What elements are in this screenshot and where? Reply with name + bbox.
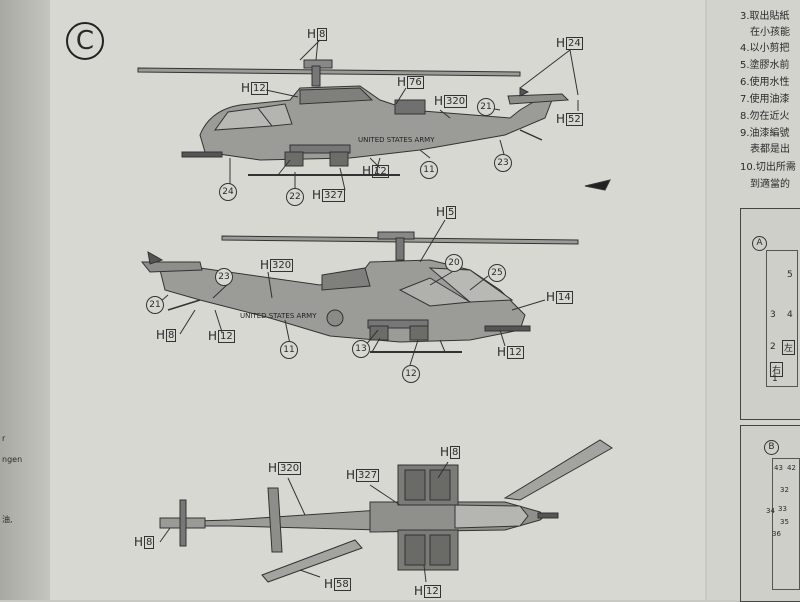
left-page-fragment: 油, (2, 515, 13, 524)
sprue-part-label: 1 (772, 374, 778, 384)
sprue-part-label: 35 (780, 518, 789, 526)
helicopter-plan-view (159, 439, 613, 583)
sprue-part-label: 2 (770, 342, 776, 352)
sprue-part-label: 5 (787, 270, 793, 280)
left-page-fragment: r (2, 434, 6, 443)
helicopter-side-view-right (140, 219, 579, 366)
part-number: 21 (146, 296, 164, 314)
parts-panel-a (740, 208, 800, 420)
part-number: 20 (445, 254, 463, 272)
sprue-part-label: 42 (787, 464, 796, 472)
part-number: 11 (280, 341, 298, 359)
section-badge-label: C (75, 26, 95, 56)
instruction-step: 7.使用油漆 (740, 94, 790, 105)
panel-b-badge: B (764, 440, 779, 455)
sprue-part-label: 36 (772, 530, 781, 538)
part-number: 24 (219, 183, 237, 201)
instruction-step: 表都是出 (750, 144, 790, 155)
sprue-part-label: 33 (778, 505, 787, 513)
part-number: 13 (352, 340, 370, 358)
instruction-step: 4.以小剪把 (740, 43, 790, 54)
part-number: 12 (402, 365, 420, 383)
section-badge: C (66, 22, 104, 60)
helicopter-side-view-left (137, 39, 579, 191)
part-number: 22 (286, 188, 304, 206)
sprue-part-label: 右 (770, 362, 784, 377)
sprue-part-label: 43 (774, 464, 783, 472)
instruction-step: 3.取出貼紙 (740, 11, 790, 22)
sprue-part-label: 32 (780, 486, 789, 494)
part-number: 23 (215, 268, 233, 286)
sprue-part-label: 4 (787, 310, 793, 320)
page-fold-shadow (0, 0, 50, 600)
part-number: 21 (477, 98, 495, 116)
sprue-part-label: 左 (782, 340, 796, 355)
part-number: 25 (488, 264, 506, 282)
instruction-step: 10.切出所需 (740, 162, 796, 173)
instruction-step: 5.塗膠水前 (740, 60, 790, 71)
left-page-fragment: ngen (2, 455, 23, 464)
fuselage-stencil: UNITED STATES ARMY (240, 312, 317, 320)
part-number: 23 (494, 154, 512, 172)
instruction-step: 6.使用水性 (740, 77, 790, 88)
instruction-step: 在小孩能 (750, 27, 790, 38)
fuselage-stencil: UNITED STATES ARMY (358, 136, 435, 144)
sprue-part-label: 3 (770, 310, 776, 320)
part-number: 11 (420, 161, 438, 179)
instruction-step: 9.油漆編號 (740, 128, 790, 139)
instruction-step: 8.勿在近火 (740, 111, 790, 122)
panel-a-badge: A (752, 236, 767, 251)
sprue-frame (766, 250, 798, 387)
sprue-part-label: 34 (766, 507, 775, 515)
instruction-step: 到適當的 (750, 179, 790, 190)
